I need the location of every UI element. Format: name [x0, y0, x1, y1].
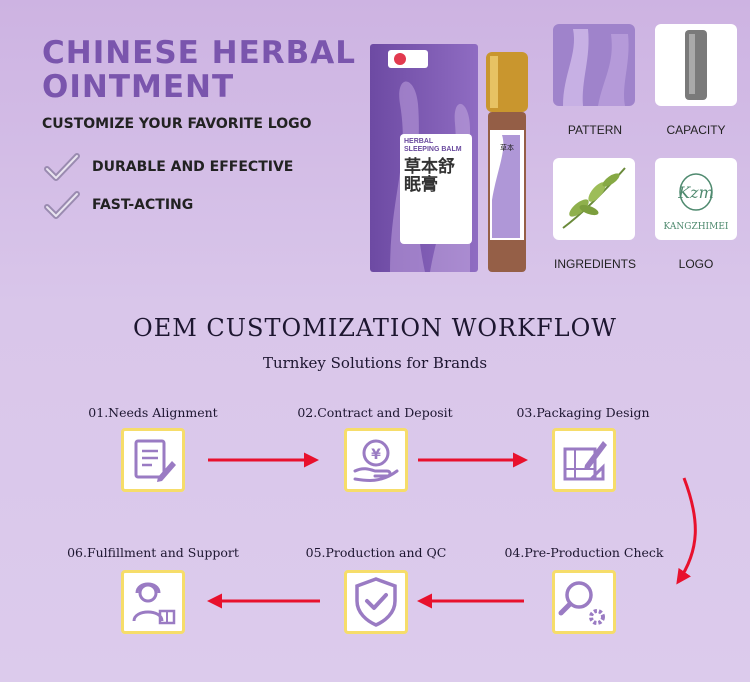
option-label: PATTERN — [567, 123, 623, 137]
step-icon-tile: ¥ — [344, 428, 408, 492]
capacity-tile[interactable] — [655, 24, 737, 106]
feature-item: DURABLE AND EFFECTIVE — [44, 152, 293, 182]
leaf-icon — [562, 167, 626, 229]
step-label: 04.Pre-Production Check — [504, 545, 664, 560]
workflow-subtitle: Turnkey Solutions for Brands — [262, 354, 488, 372]
pattern-icon — [563, 29, 629, 106]
option-label: CAPACITY — [666, 123, 726, 137]
svg-text:草本: 草本 — [500, 143, 514, 152]
ingredients-tile[interactable] — [553, 158, 635, 240]
option-label: INGREDIENTS — [553, 257, 636, 271]
magnifier-gear-icon — [558, 581, 605, 625]
step-label: 01.Needs Alignment — [88, 405, 218, 420]
step-label: 05.Production and QC — [305, 545, 447, 560]
step-icon-tile — [552, 570, 616, 634]
workflow-title: OEM CUSTOMIZATION WORKFLOW — [133, 314, 617, 342]
step-label: 02.Contract and Deposit — [297, 405, 453, 420]
design-pencil-icon — [563, 441, 607, 481]
feature-item: FAST-ACTING — [44, 190, 193, 220]
box-label: HERBAL SLEEPING BALM 草本舒眠膏 — [400, 134, 472, 244]
box-label-en: HERBAL SLEEPING BALM — [404, 138, 462, 153]
support-box-icon — [132, 582, 176, 625]
step-icon-tile — [121, 428, 185, 492]
step-label: 03.Packaging Design — [516, 405, 650, 420]
step-icon-tile — [121, 570, 185, 634]
product-box: HERBAL SLEEPING BALM 草本舒眠膏 — [370, 44, 478, 272]
step-icon-tile — [344, 570, 408, 634]
svg-text:¥: ¥ — [371, 447, 381, 463]
feature-label: DURABLE AND EFFECTIVE — [92, 159, 294, 175]
step-icon-tile — [552, 428, 616, 492]
box-label-cn: 草本舒眠膏 — [404, 157, 455, 195]
step-label: 06.Fulfillment and Support — [67, 545, 239, 560]
shield-check-icon — [355, 577, 397, 627]
logo-tile[interactable]: Kzm KANGZHIMEI — [655, 158, 737, 240]
checkmark-icon — [44, 153, 80, 181]
yen-hand-icon: ¥ — [353, 439, 399, 483]
option-label: LOGO — [678, 257, 714, 271]
document-edit-icon — [134, 439, 176, 482]
checkmark-icon — [44, 191, 80, 219]
svg-text:Kzm: Kzm — [677, 183, 714, 202]
roller-bottle: 草本 — [486, 52, 528, 272]
pattern-tile[interactable] — [553, 24, 635, 106]
page-subtitle: CUSTOMIZE YOUR FAVORITE LOGO — [42, 116, 312, 132]
page-title: CHINESE HERBAL OINTMENT — [42, 35, 357, 105]
logo-icon: Kzm — [677, 173, 714, 211]
logo-text: KANGZHIMEI — [663, 222, 729, 232]
tube-icon — [685, 30, 707, 100]
feature-label: FAST-ACTING — [92, 197, 194, 213]
